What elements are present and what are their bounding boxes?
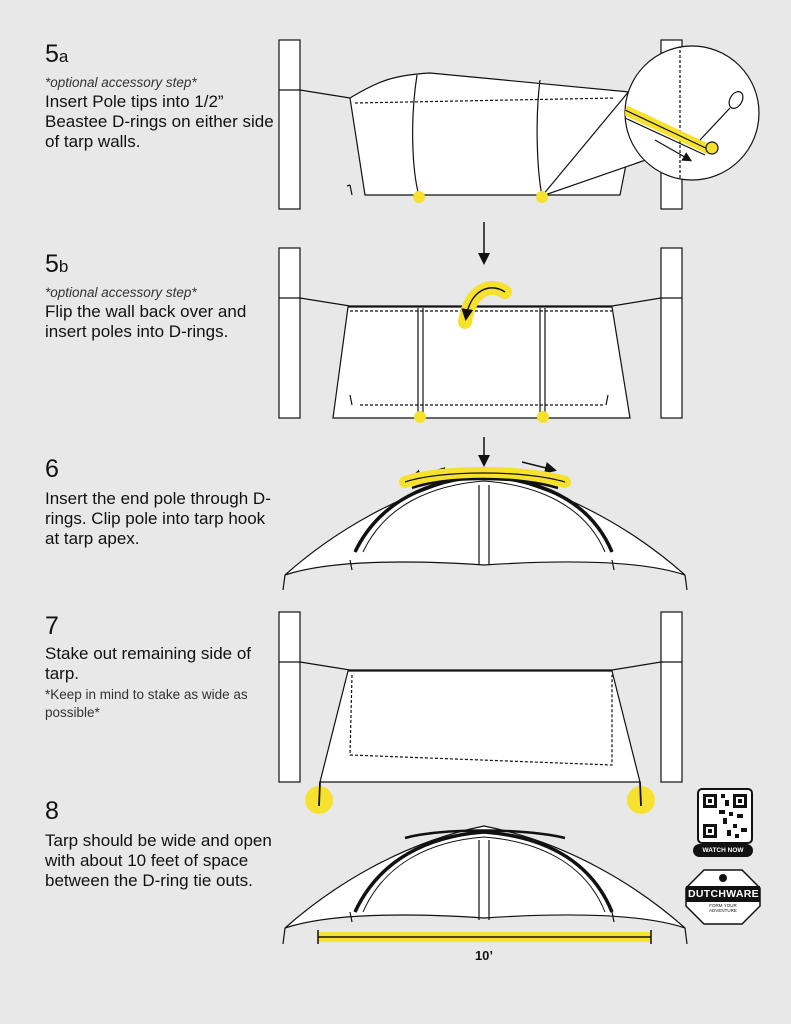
brand-name: DUTCHWARE	[688, 888, 759, 900]
step-description: Insert the end pole through D-rings. Cli…	[45, 489, 271, 548]
d-ring-highlight	[536, 191, 548, 203]
step-description: Stake out remaining side of tarp.	[45, 644, 252, 683]
tarp-body	[284, 472, 686, 576]
brand-tagline: FORM YOUR ADVENTURE	[709, 903, 737, 913]
tarp-wall	[332, 306, 631, 419]
step-7: 7 Stake out remaining side of tarp. *Kee…	[45, 612, 275, 722]
tree-left	[278, 39, 301, 210]
zoom-circle	[624, 45, 760, 181]
watch-now-button[interactable]: WATCH NOW	[693, 844, 753, 857]
distance-label: 10’	[475, 948, 493, 963]
step-note: *optional accessory step*	[45, 285, 197, 300]
step-5b: 5b *optional accessory step* Flip the wa…	[45, 250, 275, 342]
qr-code-icon[interactable]	[697, 788, 753, 844]
watch-now-label: WATCH NOW	[702, 847, 744, 854]
step-5a: 5a *optional accessory step* Insert Pole…	[45, 40, 275, 152]
step-6: 6 Insert the end pole through D-rings. C…	[45, 455, 275, 549]
step-number: 7	[45, 612, 59, 640]
tarp-body	[284, 825, 686, 929]
step-number: 5a	[45, 40, 69, 68]
tree-right	[660, 247, 683, 419]
step-note: *optional accessory step*	[45, 75, 197, 90]
diagram-5b	[278, 247, 683, 423]
step-subnote: *Keep in mind to stake as wide as possib…	[45, 687, 248, 720]
d-ring-highlight	[414, 411, 426, 423]
tree-left	[278, 611, 301, 783]
diagram-7	[278, 611, 683, 814]
tree-left	[278, 247, 301, 419]
step-number: 6	[45, 455, 59, 483]
tarp-wall	[319, 670, 641, 783]
dutchware-logo	[685, 869, 761, 925]
step-description: Flip the wall back over and insert poles…	[45, 302, 247, 341]
diagram-5a	[278, 39, 760, 210]
step-number: 5b	[45, 250, 69, 278]
diagram-8	[282, 825, 688, 945]
d-ring-highlight	[413, 191, 425, 203]
tree-right	[660, 611, 683, 783]
step-description: Insert Pole tips into 1/2” Beastee D-rin…	[45, 92, 274, 151]
diagram-6	[282, 437, 688, 591]
step-description: Tarp should be wide and open with about …	[45, 831, 272, 890]
step-number: 8	[45, 797, 59, 825]
d-ring-highlight	[537, 411, 549, 423]
step-8: 8 Tarp should be wide and open with abou…	[45, 797, 275, 891]
